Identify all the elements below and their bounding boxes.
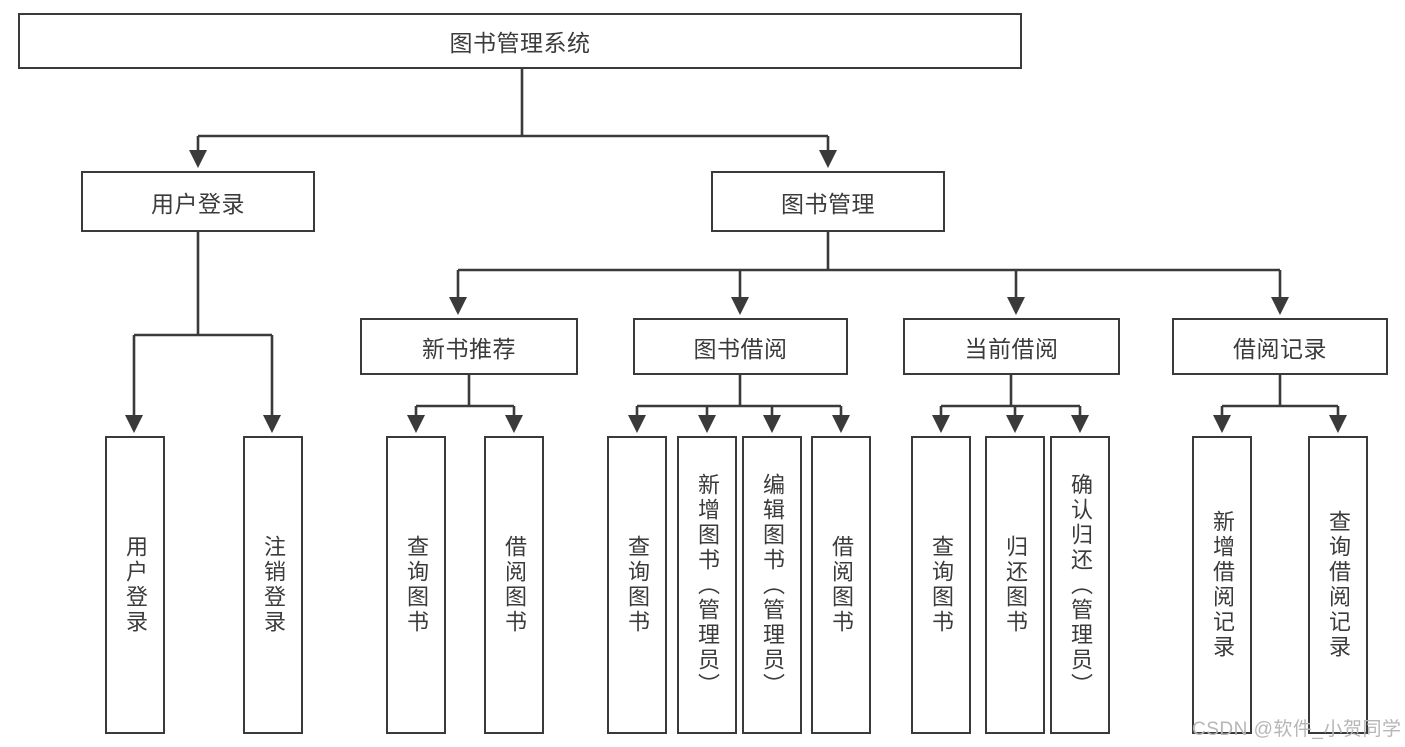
- node-book-borrow-label: 图书借阅: [693, 335, 788, 362]
- node-leaf-add-borrow-record[interactable]: 新增借阅记录: [1192, 436, 1252, 734]
- node-leaf-return-book-label: 归还图书: [1003, 535, 1028, 635]
- node-leaf-add-book[interactable]: 新增图书（管理员）: [677, 436, 737, 734]
- node-new-book-recommend-label: 新书推荐: [422, 335, 516, 362]
- node-leaf-confirm-return[interactable]: 确认归还（管理员）: [1050, 436, 1110, 734]
- node-leaf-query-book-borrow-label: 查询图书: [625, 535, 650, 635]
- node-new-book-recommend[interactable]: 新书推荐: [360, 318, 578, 375]
- node-book-management-label: 图书管理: [781, 190, 875, 217]
- node-leaf-logout-login-label: 注销登录: [261, 535, 286, 635]
- node-leaf-add-book-label: 新增图书（管理员）: [695, 472, 720, 698]
- node-root[interactable]: 图书管理系统: [18, 13, 1022, 69]
- node-leaf-add-borrow-record-label: 新增借阅记录: [1210, 510, 1235, 660]
- node-leaf-user-login[interactable]: 用户登录: [105, 436, 165, 734]
- node-leaf-borrow-book[interactable]: 借阅图书: [811, 436, 871, 734]
- node-root-label: 图书管理系统: [449, 30, 591, 56]
- node-user-login-label: 用户登录: [151, 190, 245, 217]
- node-leaf-query-book-current-label: 查询图书: [929, 535, 954, 635]
- node-current-borrow[interactable]: 当前借阅: [903, 318, 1120, 375]
- node-leaf-query-book-recommend-label: 查询图书: [404, 535, 429, 635]
- node-borrow-record-label: 借阅记录: [1233, 335, 1327, 362]
- node-leaf-return-book[interactable]: 归还图书: [985, 436, 1045, 734]
- node-leaf-query-book-current[interactable]: 查询图书: [911, 436, 971, 734]
- node-leaf-query-borrow-record[interactable]: 查询借阅记录: [1308, 436, 1368, 734]
- node-leaf-logout-login[interactable]: 注销登录: [243, 436, 303, 734]
- node-leaf-query-borrow-record-label: 查询借阅记录: [1326, 510, 1351, 660]
- node-leaf-borrow-book-label: 借阅图书: [829, 535, 854, 635]
- node-leaf-confirm-return-label: 确认归还（管理员）: [1068, 472, 1093, 698]
- node-leaf-borrow-book-recommend-label: 借阅图书: [502, 535, 527, 635]
- node-leaf-edit-book-label: 编辑图书（管理员）: [760, 472, 785, 698]
- node-leaf-borrow-book-recommend[interactable]: 借阅图书: [484, 436, 544, 734]
- node-borrow-record[interactable]: 借阅记录: [1172, 318, 1388, 375]
- node-leaf-query-book-borrow[interactable]: 查询图书: [607, 436, 667, 734]
- node-book-borrow[interactable]: 图书借阅: [633, 318, 848, 375]
- watermark-text: CSDN @软件_小贺同学: [1192, 719, 1402, 740]
- node-current-borrow-label: 当前借阅: [964, 335, 1059, 362]
- node-leaf-edit-book[interactable]: 编辑图书（管理员）: [742, 436, 802, 734]
- node-leaf-user-login-label: 用户登录: [123, 535, 148, 635]
- node-leaf-query-book-recommend[interactable]: 查询图书: [386, 436, 446, 734]
- node-user-login[interactable]: 用户登录: [81, 171, 315, 232]
- node-book-management[interactable]: 图书管理: [711, 171, 945, 232]
